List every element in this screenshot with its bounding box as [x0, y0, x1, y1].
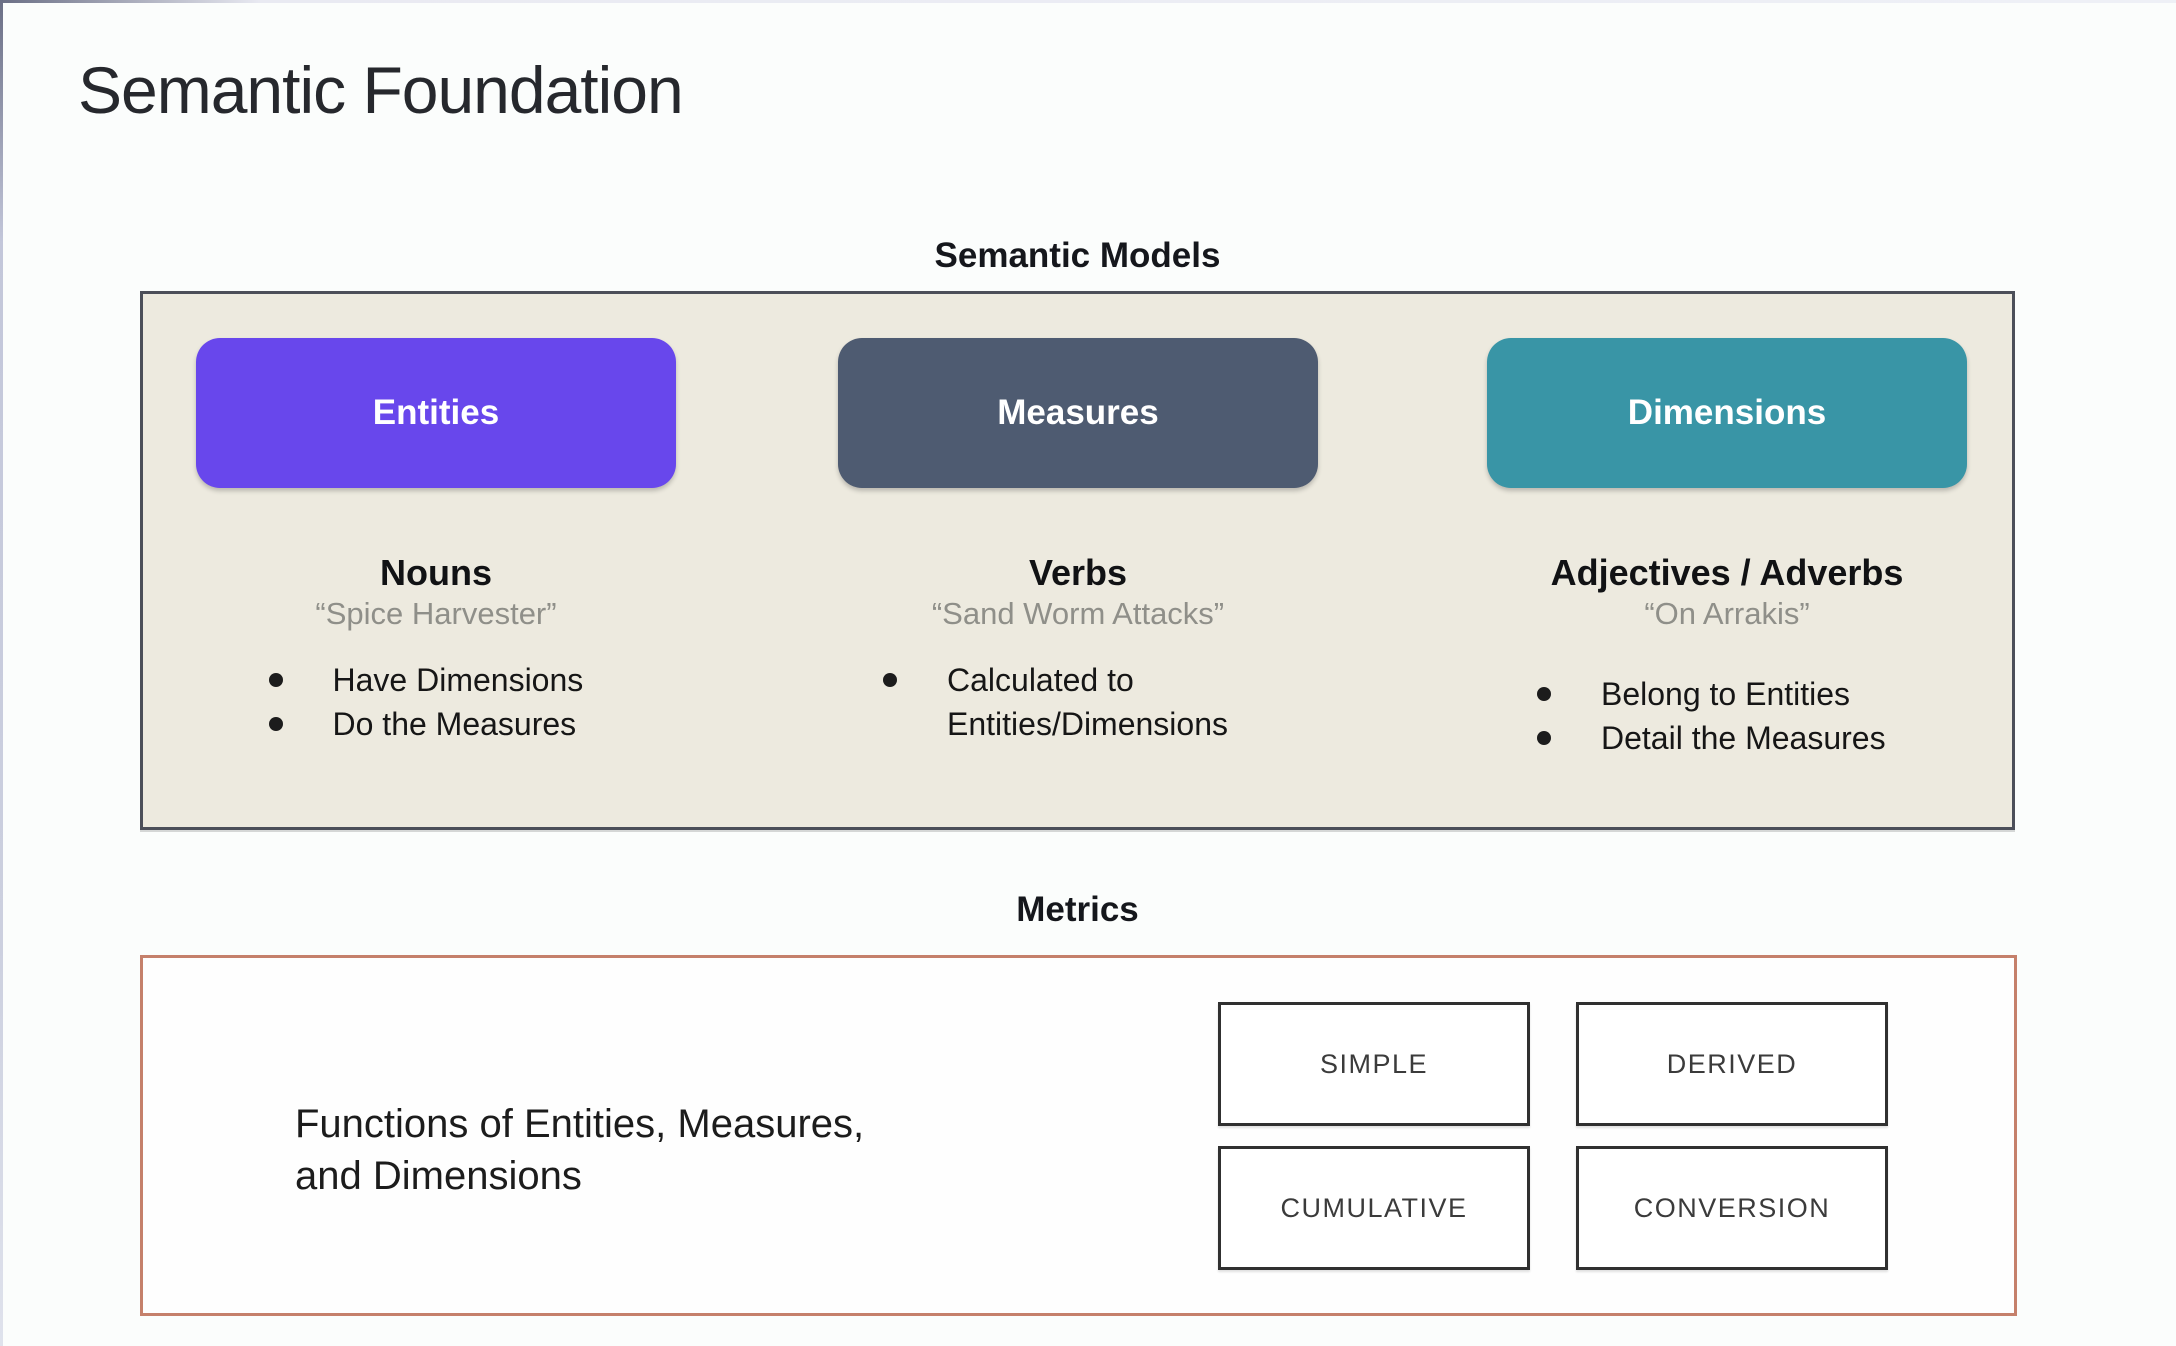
metric-types-grid: SIMPLE DERIVED CUMULATIVE CONVERSION [1218, 1002, 1888, 1270]
dimensions-box: Dimensions [1487, 338, 1967, 488]
column-entities: Entities Nouns “Spice Harvester” Have Di… [196, 338, 676, 746]
entities-heading: Nouns [380, 552, 492, 593]
entities-bullet-list: Have Dimensions Do the Measures [268, 658, 604, 746]
bullet-text: Calculated to Entities/Dimensions [947, 662, 1228, 742]
bullet-dot-icon [1537, 687, 1551, 701]
metric-type-cumulative: CUMULATIVE [1218, 1146, 1530, 1270]
measures-quote: “Sand Worm Attacks” [931, 596, 1225, 631]
list-item: Have Dimensions [268, 658, 604, 702]
list-item: Detail the Measures [1537, 716, 1917, 760]
measures-bullet-list: Calculated to Entities/Dimensions [883, 658, 1273, 746]
entities-box: Entities [196, 338, 676, 488]
metric-type-conversion: CONVERSION [1576, 1146, 1888, 1270]
dimensions-quote: “On Arrakis” [1644, 596, 1810, 631]
bullet-text: Do the Measures [332, 706, 577, 742]
column-measures: Measures Verbs “Sand Worm Attacks” Calcu… [838, 338, 1318, 746]
column-dimensions: Dimensions Adjectives / Adverbs “On Arra… [1487, 338, 1967, 760]
metric-type-derived: DERIVED [1576, 1002, 1888, 1126]
list-item: Do the Measures [268, 702, 604, 746]
window-frame-top-edge [0, 0, 2176, 3]
bullet-dot-icon [268, 673, 283, 687]
semantic-models-heading: Semantic Models [934, 236, 1221, 275]
bullet-dot-icon [1537, 731, 1551, 745]
metrics-description-line: Functions of Entities, Measures, [295, 1102, 865, 1146]
bullet-text: Detail the Measures [1601, 720, 1886, 756]
metrics-heading: Metrics [1016, 890, 1139, 929]
bullet-dot-icon [883, 673, 897, 687]
metrics-description: Functions of Entities, Measures, and Dim… [295, 1098, 864, 1202]
measures-box: Measures [838, 338, 1318, 488]
page-title: Semantic Foundation [78, 53, 684, 127]
metric-type-simple: SIMPLE [1218, 1002, 1530, 1126]
semantic-models-panel: Entities Nouns “Spice Harvester” Have Di… [140, 291, 2015, 830]
bullet-dot-icon [268, 717, 283, 731]
metrics-panel: Functions of Entities, Measures, and Dim… [140, 955, 2017, 1316]
metrics-description-line: and Dimensions [295, 1154, 582, 1198]
window-frame-left-edge [0, 0, 3, 1346]
dimensions-bullet-list: Belong to Entities Detail the Measures [1537, 672, 1917, 760]
list-item: Calculated to Entities/Dimensions [883, 658, 1273, 746]
bullet-text: Belong to Entities [1601, 676, 1851, 712]
list-item: Belong to Entities [1537, 672, 1917, 716]
bullet-text: Have Dimensions [332, 662, 584, 698]
measures-heading: Verbs [1028, 552, 1128, 593]
entities-quote: “Spice Harvester” [315, 596, 557, 631]
dimensions-heading: Adjectives / Adverbs [1550, 552, 1904, 593]
